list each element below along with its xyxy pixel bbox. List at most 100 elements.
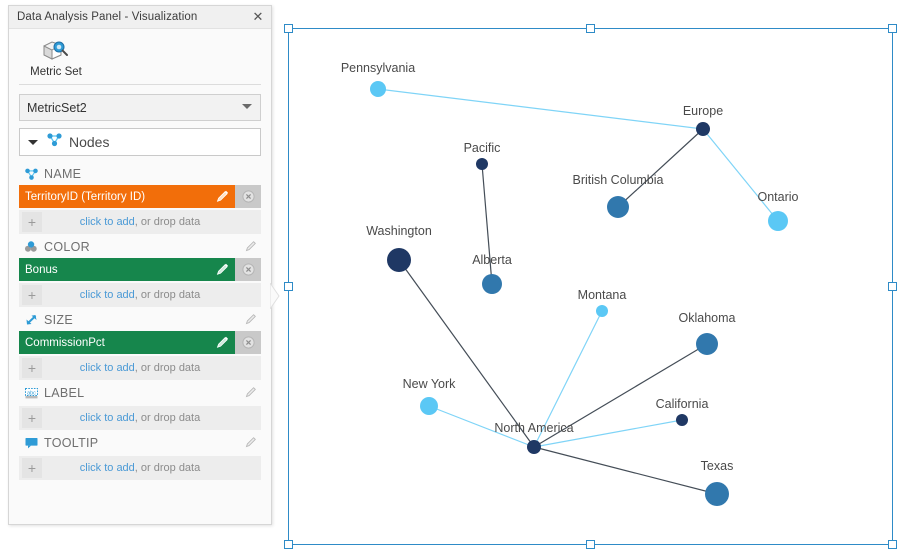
graph-edge [533,343,708,448]
graph-node-california[interactable] [676,414,688,426]
graph-nodes[interactable] [370,81,788,506]
graph-edge [398,259,535,448]
field-title: COLOR [44,239,90,254]
dropzone-label: click to add, or drop data [79,462,201,474]
graph-node-label-europe: Europe [683,104,723,118]
field-header-name: NAME [19,162,261,185]
field-header-color: COLOR [19,235,261,258]
graph-edge [428,405,535,448]
graph-node-texas[interactable] [705,482,729,506]
nodes-group-header[interactable]: Nodes [19,128,261,156]
graph-node-label-texas: Texas [701,459,734,473]
metric-set-label: Metric Set [30,66,82,78]
graph-node-europe[interactable] [696,122,710,136]
graph-edge [377,88,704,130]
handle-middle-left[interactable] [284,282,293,291]
abc-textbox-icon: abc [23,385,39,401]
graph-edge [533,310,603,448]
handle-bottom-right[interactable] [888,540,897,549]
remove-field-button[interactable] [235,258,261,281]
graph-node-pennsylvania[interactable] [370,81,386,97]
field-chip-label: TerritoryID (Territory ID) [25,190,146,203]
dropzone-size[interactable]: + click to add, or drop data [19,356,261,380]
graph-node-montana[interactable] [596,305,608,317]
remove-field-button[interactable] [235,185,261,208]
edit-pencil-icon[interactable] [215,189,230,204]
graph-edge [533,419,683,448]
color-nodes-icon [23,239,39,255]
dropzone-label: click to add, or drop data [79,412,201,424]
field-title: NAME [44,166,82,181]
edit-pencil-icon[interactable] [244,385,258,399]
field-title: TOOLTIP [44,435,99,450]
handle-middle-right[interactable] [888,282,897,291]
resize-arrow-icon [23,312,39,328]
plus-icon: + [22,408,42,428]
field-section-color: COLOR Bonus + click to add, or drop data [19,235,261,307]
plus-icon: + [22,458,42,478]
cube-magnifier-icon [40,37,72,63]
dropzone-tooltip[interactable]: + click to add, or drop data [19,456,261,480]
metric-set-select[interactable]: MetricSet2 [19,94,261,121]
graph-node-label-washington: Washington [366,224,432,238]
field-title: SIZE [44,312,73,327]
edit-pencil-icon[interactable] [244,312,258,326]
handle-bottom-center[interactable] [586,540,595,549]
field-sections: NAME TerritoryID (Territory ID) + click … [19,162,261,480]
graph-node-label-montana: Montana [578,288,627,302]
remove-field-button[interactable] [235,331,261,354]
graph-node-pacific[interactable] [476,158,488,170]
field-title: LABEL [44,385,85,400]
graph-node-label-pacific: Pacific [464,141,501,155]
field-chip-commissionpct[interactable]: CommissionPct [19,331,261,354]
graph-node-washington[interactable] [387,248,411,272]
graph-edges [377,88,779,495]
dropzone-label-field[interactable]: + click to add, or drop data [19,406,261,430]
field-header-tooltip: TOOLTIP [19,431,261,454]
field-header-size: SIZE [19,308,261,331]
chevron-down-icon [242,104,252,109]
dropzone-name[interactable]: + click to add, or drop data [19,210,261,234]
panel-title: Data Analysis Panel - Visualization [17,11,198,23]
graph-node-label-north-america: North America [494,421,573,435]
graph-node-oklahoma[interactable] [696,333,718,355]
dropzone-color[interactable]: + click to add, or drop data [19,283,261,307]
edit-pencil-icon[interactable] [244,435,258,449]
chevron-right-icon[interactable] [269,281,280,311]
graph-node-alberta[interactable] [482,274,502,294]
graph-node-label-alberta: Alberta [472,253,512,267]
data-analysis-panel: Data Analysis Panel - Visualization ✕ Me… [8,5,280,525]
field-section-name: NAME TerritoryID (Territory ID) + click … [19,162,261,234]
handle-top-left[interactable] [284,24,293,33]
dropzone-label: click to add, or drop data [79,216,201,228]
handle-bottom-left[interactable] [284,540,293,549]
caret-down-icon [28,139,38,145]
metric-set-button[interactable]: Metric Set [23,37,89,78]
panel-titlebar: Data Analysis Panel - Visualization ✕ [9,6,271,29]
toolbar-divider [19,84,261,85]
plus-icon: + [22,212,42,232]
graph-node-ontario[interactable] [768,211,788,231]
field-chip-bonus[interactable]: Bonus [19,258,261,281]
graph-edge [617,128,704,208]
handle-top-center[interactable] [586,24,595,33]
edit-pencil-icon[interactable] [215,262,230,277]
graph-edge [533,446,718,495]
speech-bubble-icon [23,435,39,451]
edit-pencil-icon[interactable] [215,335,230,350]
graph-node-north-america[interactable] [527,440,541,454]
graph-edge [702,128,779,222]
edit-pencil-icon[interactable] [244,239,258,253]
handle-top-right[interactable] [888,24,897,33]
svg-text:abc: abc [27,390,36,396]
graph-node-british-columbia[interactable] [607,196,629,218]
field-section-tooltip: TOOLTIP + click to add, or drop data [19,431,261,480]
close-icon[interactable]: ✕ [252,9,264,24]
nodes-group-label: Nodes [69,134,110,150]
graph-node-label-new-york: New York [403,377,457,391]
field-chip-territoryid[interactable]: TerritoryID (Territory ID) [19,185,261,208]
graph-node-new-york[interactable] [420,397,438,415]
